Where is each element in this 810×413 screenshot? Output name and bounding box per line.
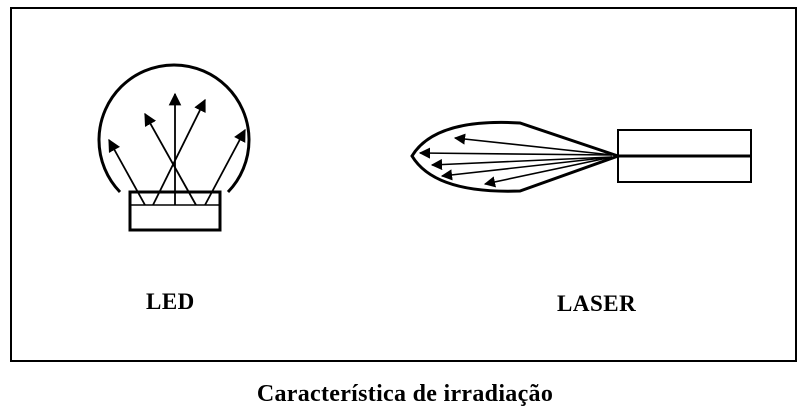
led-ray bbox=[108, 138, 146, 206]
led-rays bbox=[108, 92, 246, 206]
laser-emission-pattern bbox=[410, 120, 623, 193]
led-ray bbox=[204, 128, 246, 206]
laser-ray bbox=[440, 156, 613, 181]
led-ray bbox=[144, 112, 197, 206]
laser-label: LASER bbox=[557, 291, 637, 316]
laser-diagram bbox=[410, 120, 752, 193]
laser-ray bbox=[453, 133, 613, 156]
laser-ray bbox=[418, 147, 613, 159]
led-ray bbox=[152, 98, 206, 206]
laser-ray bbox=[483, 156, 613, 188]
diagram-frame bbox=[10, 7, 797, 362]
laser-rays bbox=[418, 133, 613, 188]
led-label: LED bbox=[146, 289, 195, 314]
led-emission-pattern bbox=[97, 63, 251, 194]
led-diagram bbox=[97, 63, 251, 232]
laser-ray bbox=[430, 156, 613, 171]
figure-caption: Característica de irradiação bbox=[256, 381, 554, 407]
